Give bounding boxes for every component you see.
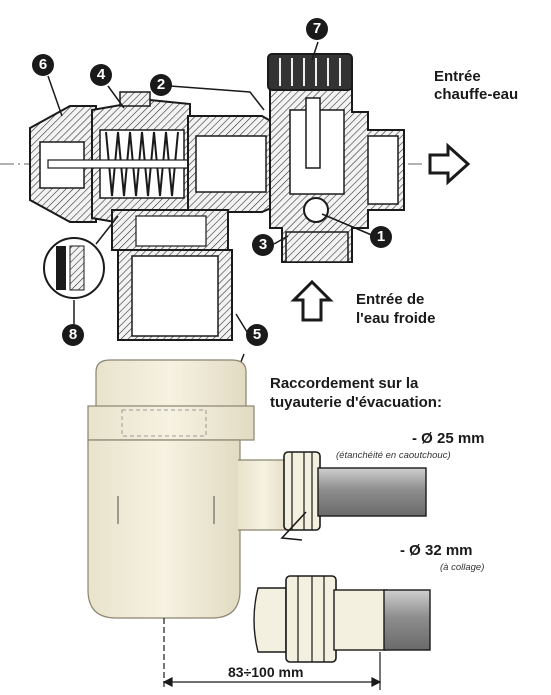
siphon-assembly <box>87 359 431 663</box>
inlet-arrow-icon <box>290 279 334 322</box>
callout-3: 3 <box>252 234 274 256</box>
size-32-label: - Ø 32 mm <box>400 542 473 559</box>
hot-outlet-label: Entrée chauffe-eau <box>434 68 518 104</box>
size-25-note: (étanchéité en caoutchouc) <box>336 450 451 461</box>
callout-8: 8 <box>62 324 84 346</box>
callout-6: 6 <box>32 54 54 76</box>
seal-detail-inset <box>43 215 119 299</box>
outlet-arrow-icon <box>428 142 471 186</box>
drain-line-2: tuyauterie d'évacuation: <box>270 394 442 411</box>
size-25-label: - Ø 25 mm <box>412 430 485 447</box>
drain-connection-label: Raccordement sur la tuyauterie d'évacuat… <box>270 374 442 412</box>
cold-inlet-line-2: l'eau froide <box>356 310 436 327</box>
size-32-note: (à collage) <box>440 562 485 573</box>
dimension-line <box>162 618 382 690</box>
dimension-label: 83÷100 mm <box>226 664 306 680</box>
hot-outlet-line-1: Entrée <box>434 68 481 85</box>
callout-2: 2 <box>150 74 172 96</box>
hot-outlet-line-2: chauffe-eau <box>434 86 519 103</box>
cold-inlet-line-1: Entrée de <box>356 291 425 308</box>
callout-7: 7 <box>306 18 328 40</box>
drain-line-1: Raccordement sur la <box>270 375 419 392</box>
callout-1: 1 <box>370 226 392 248</box>
safety-valve-section <box>0 53 422 341</box>
callout-5: 5 <box>246 324 268 346</box>
callout-4: 4 <box>90 64 112 86</box>
cold-inlet-label: Entrée de l'eau froide <box>356 290 435 328</box>
